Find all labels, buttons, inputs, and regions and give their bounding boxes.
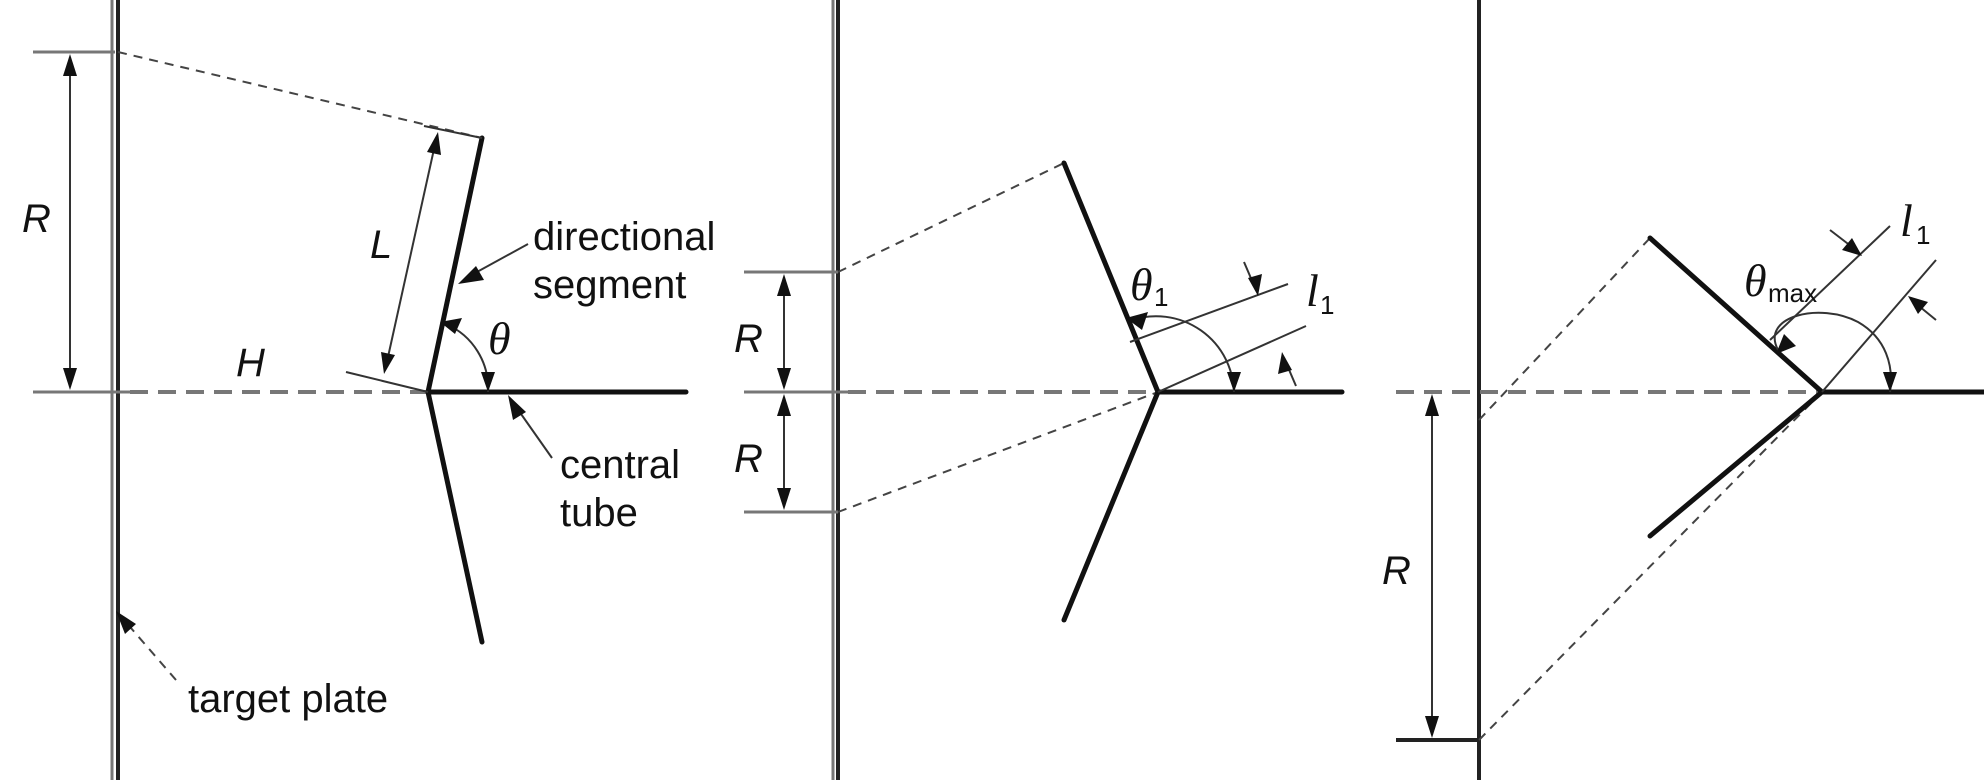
panel2-r-upper-label: R <box>734 317 763 361</box>
panel3-l-sub: 1 <box>1916 220 1930 250</box>
l-dimension <box>385 139 437 367</box>
panel-2: R R l 1 θ 1 <box>734 0 1345 780</box>
panel3-l1-arrowhead-top <box>1842 238 1862 256</box>
l-arrow-top <box>427 132 441 155</box>
panel2-r-lower-arrow-down <box>777 488 791 510</box>
l-extension-bottom <box>345 371 429 393</box>
panel2-r-upper-arrow-up <box>777 274 791 296</box>
panel-1: R L H θ directional segment central tube <box>22 0 715 780</box>
l-arrow-bottom <box>381 352 395 374</box>
panel2-r-upper-arrow-down <box>777 368 791 390</box>
panel2-r-lower-label: R <box>734 437 763 481</box>
panel3-projection-bot <box>1478 391 1823 741</box>
h-label: H <box>236 341 265 385</box>
panel2-theta-arrow-b <box>1227 372 1241 392</box>
panel3-l-label: l <box>1900 195 1913 246</box>
theta-arrow-b <box>481 372 495 392</box>
panel2-l1-line-b <box>1157 325 1307 393</box>
panel2-theta-arrow-a <box>1126 312 1148 330</box>
panel2-l-label: l <box>1306 265 1319 316</box>
central-label: central <box>560 443 680 487</box>
panel3-l1-arrowhead-bot <box>1908 296 1928 314</box>
theta-arrow-a <box>440 318 462 334</box>
panel2-theta-sub: 1 <box>1154 282 1168 312</box>
directional-segment <box>425 135 485 395</box>
lower-branch <box>425 389 485 645</box>
panel3-theta-arrow-a <box>1776 334 1796 354</box>
panel2-lower-branch <box>1061 389 1161 623</box>
panel3-directional-segment <box>1647 235 1825 395</box>
segment-label: segment <box>533 263 686 307</box>
r-arrow-down <box>63 368 77 390</box>
panel3-r-arrow-up <box>1425 394 1439 416</box>
panel2-r-lower-arrow-up <box>777 394 791 416</box>
l-extension-top <box>423 125 483 139</box>
projection-line <box>117 51 483 139</box>
panel2-l1-line-a <box>1129 283 1289 343</box>
directional-leader-arrow <box>458 266 484 284</box>
panel3-theta-arc <box>1774 311 1892 393</box>
tube-label: tube <box>560 491 638 535</box>
panel3-l1-line-a <box>1769 225 1891 341</box>
panel2-directional-segment <box>1061 160 1161 395</box>
r-label: R <box>22 197 51 241</box>
panel3-projection-top <box>1478 237 1651 421</box>
panel3-theta-sub: max <box>1768 278 1817 308</box>
panel2-l-sub: 1 <box>1320 290 1334 320</box>
panel3-r-arrow-down <box>1425 716 1439 738</box>
panel2-theta-label: θ <box>1130 259 1153 310</box>
panel2-l1-arrowhead-top <box>1248 274 1262 296</box>
target-plate-label: target plate <box>188 677 388 721</box>
directional-label: directional <box>533 215 715 259</box>
panel2-projection-bot <box>837 391 1159 513</box>
panel-3: R l 1 θ max <box>1382 0 1984 780</box>
l-label: L <box>370 223 392 267</box>
panel2-projection-top <box>837 162 1065 273</box>
panel3-theta-label: θ <box>1744 255 1767 306</box>
theta-label: θ <box>488 313 511 364</box>
panel3-l1-line-b <box>1821 259 1937 393</box>
panel3-lower-branch <box>1647 389 1825 539</box>
panel2-l1-arrowhead-bot <box>1278 352 1292 374</box>
theta-arc <box>445 323 490 393</box>
target-plate-leader-arrow <box>116 611 136 634</box>
panel3-theta-arrow-b <box>1883 372 1897 392</box>
r-arrow-up <box>63 54 77 76</box>
central-tube-leader-arrow <box>508 395 526 420</box>
target-plate-leader <box>123 619 177 681</box>
panel3-r-label: R <box>1382 549 1411 593</box>
